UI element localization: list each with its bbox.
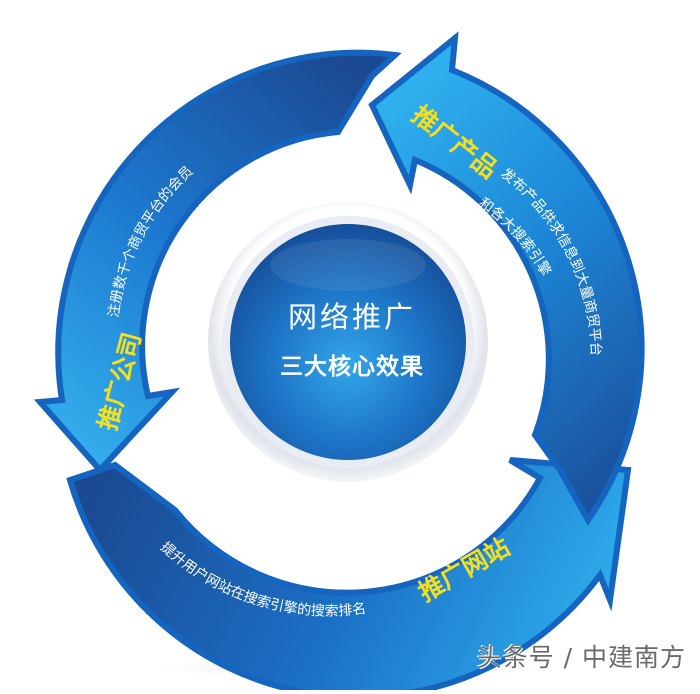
arrow-website — [66, 457, 632, 694]
watermark: 头条号 / 中建南方 — [476, 643, 686, 672]
center-subtitle: 三大核心效果 — [280, 354, 424, 380]
center-circle — [230, 224, 466, 460]
center-title: 网络推广 — [287, 300, 416, 334]
arrow-product — [368, 31, 645, 526]
center-gloss — [270, 239, 426, 291]
arrow-company — [33, 49, 402, 475]
